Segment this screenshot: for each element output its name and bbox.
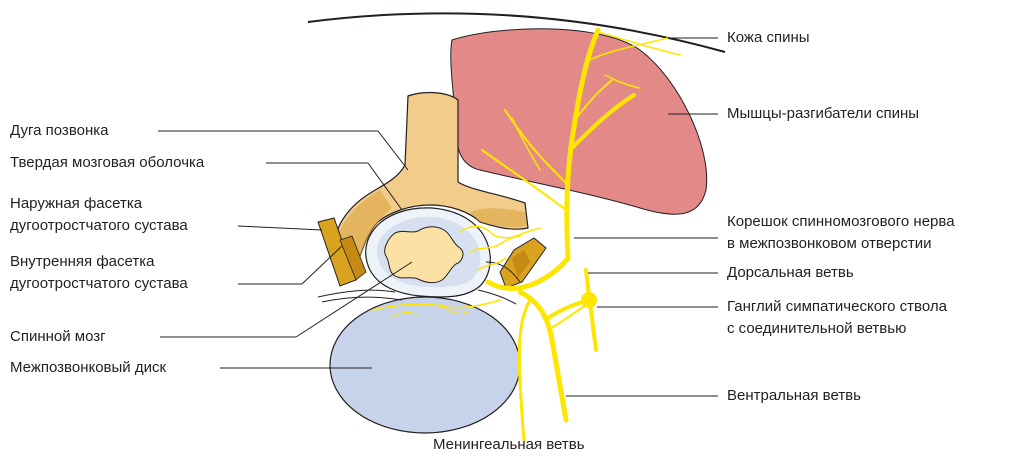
- label-ganglion-line1: Ганглий симпатического ствола: [727, 297, 947, 316]
- label-dura-mater: Твердая мозговая оболочка: [10, 153, 204, 172]
- label-outer-facet-line1: Наружная фасетка: [10, 194, 142, 213]
- back-muscles: [451, 29, 707, 214]
- arch-shading-right: [470, 208, 527, 227]
- label-ventral-ramus: Вентральная ветвь: [727, 386, 861, 405]
- label-outer-facet-line2: дугоотростчатого сустава: [10, 216, 188, 235]
- label-vertebral-arch: Дуга позвонка: [10, 121, 108, 140]
- label-inner-facet-line1: Внутренняя фасетка: [10, 252, 154, 271]
- label-dorsal-ramus: Дорсальная ветвь: [727, 263, 854, 282]
- intervertebral-disc: [330, 297, 520, 433]
- label-skin: Кожа спины: [727, 28, 810, 47]
- label-muscles: Мышцы-разгибатели спины: [727, 104, 919, 123]
- label-nerve-root-line1: Корешок спинномозгового нерва: [727, 212, 955, 231]
- label-intervertebral-disc: Межпозвонковый диск: [10, 358, 166, 377]
- label-meningeal-branch: Менингеальная ветвь: [433, 435, 585, 454]
- label-ganglion-line2: с соединительной ветвью: [727, 319, 906, 338]
- epidural-line-right: [478, 290, 516, 304]
- label-nerve-root-line2: в межпозвонковом отверстии: [727, 234, 931, 253]
- label-spinal-cord: Спинной мозг: [10, 327, 106, 346]
- label-inner-facet-line2: дугоотростчатого сустава: [10, 274, 188, 293]
- epidural-line: [318, 290, 395, 297]
